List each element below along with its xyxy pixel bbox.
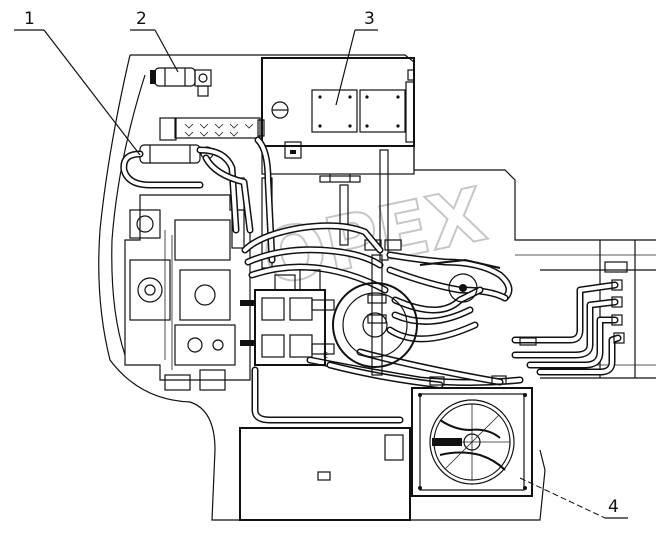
callout-2: 2 xyxy=(136,9,147,29)
left-cylinder xyxy=(120,144,214,189)
machine-outline xyxy=(98,54,656,521)
right-fittings xyxy=(429,261,628,386)
hydraulic-tank xyxy=(261,57,415,183)
pulley xyxy=(419,258,501,303)
callout-3: 3 xyxy=(364,9,375,29)
swing-motor xyxy=(332,254,418,376)
callout-1: 1 xyxy=(24,9,35,29)
valve-e-mark: E xyxy=(323,351,328,360)
return-filter xyxy=(150,67,212,97)
callout-leaders xyxy=(14,29,628,519)
battery-box xyxy=(239,427,411,521)
hose-bundles xyxy=(196,136,622,424)
callout-labels: 1 2 3 4 xyxy=(24,9,619,517)
upper-cooler xyxy=(159,117,265,141)
callout-4: 4 xyxy=(608,497,619,517)
control-valve-block: E xyxy=(240,269,335,366)
fan-radiator xyxy=(411,387,533,497)
engine-block xyxy=(124,194,251,391)
